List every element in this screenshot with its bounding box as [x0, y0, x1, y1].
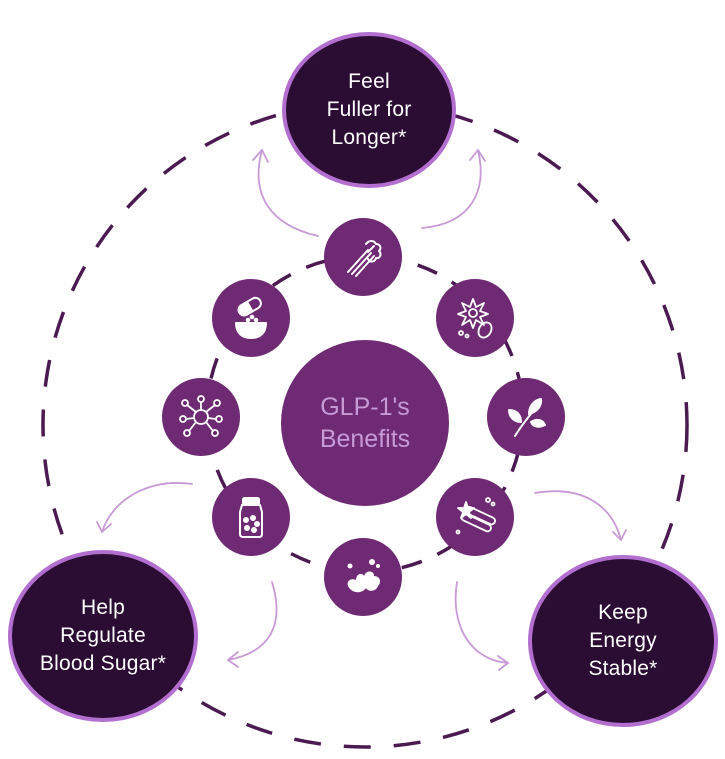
celery-icon: [324, 218, 402, 296]
cinnamon-star-anise-icon: [436, 478, 514, 556]
arrow-to-left-top: [101, 482, 193, 533]
spice-jar-icon: [212, 478, 290, 556]
arrow-to-right-bottom: [454, 581, 509, 664]
flower-seed-icon: [436, 279, 514, 357]
benefit-left-line-2: Regulate: [60, 624, 146, 647]
arrow-head-left-top: [96, 521, 112, 533]
arrow-head-left-bottom: [227, 651, 239, 668]
benefit-top-line-3: Longer*: [331, 126, 407, 149]
arrow-to-top-right: [421, 149, 482, 229]
center-title-line-2: Benefits: [319, 425, 411, 453]
arrow-head-right-bottom: [497, 655, 509, 671]
benefit-left-line-1: Help: [81, 596, 125, 619]
arrow-head-top-right: [469, 149, 486, 162]
capsule-bowl-icon: [212, 279, 290, 357]
benefit-regulate-blood-sugar: Help Regulate Blood Sugar*: [8, 550, 198, 722]
arrow-head-right-top: [612, 529, 627, 541]
leaf-branch-icon: [487, 378, 565, 456]
arrow-head-top-left: [252, 149, 269, 163]
benefit-keep-energy-stable: Keep Energy Stable*: [528, 555, 718, 727]
benefit-top-line-2: Fuller for: [326, 98, 412, 121]
arrow-to-right-top: [534, 490, 622, 541]
benefit-feel-fuller: Feel Fuller for Longer*: [282, 32, 456, 188]
benefit-right-line-3: Stable*: [588, 657, 658, 680]
ginger-root-icon: [324, 538, 402, 616]
molecule-icon: [162, 378, 240, 456]
center-circle: GLP-1's Benefits: [281, 340, 449, 506]
benefit-right-line-1: Keep: [598, 601, 648, 624]
benefit-right-line-2: Energy: [589, 629, 657, 652]
benefit-top-line-1: Feel: [348, 70, 390, 93]
benefit-left-line-3: Blood Sugar*: [39, 652, 167, 675]
center-title-line-1: GLP-1's: [320, 393, 410, 421]
arrow-to-top-left: [257, 149, 319, 237]
arrow-to-left-bottom: [227, 581, 278, 661]
